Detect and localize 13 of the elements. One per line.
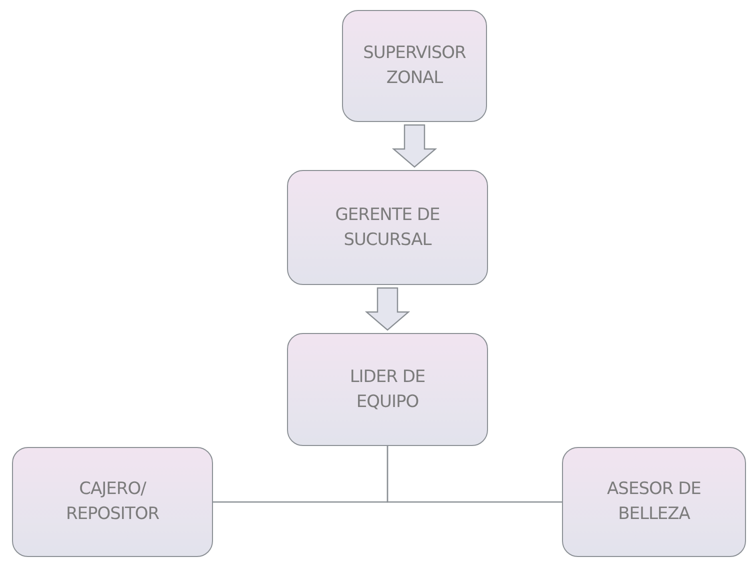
role-title: SUPERVISOR ZONAL <box>362 42 467 90</box>
role-box <box>12 447 213 557</box>
role-title: GERENTE DE SUCURSAL <box>334 204 441 252</box>
role-box <box>287 170 488 285</box>
role-title: CAJERO/ REPOSITOR <box>64 478 160 526</box>
role-title: LIDER DE EQUIPO <box>348 366 426 414</box>
block-arrow <box>364 287 410 331</box>
block-arrow <box>392 124 438 168</box>
role-title: ASESOR DE BELLEZA <box>606 478 702 526</box>
role-box <box>342 10 487 122</box>
connector-line <box>386 446 562 503</box>
role-box <box>287 333 488 446</box>
role-box <box>562 447 746 557</box>
